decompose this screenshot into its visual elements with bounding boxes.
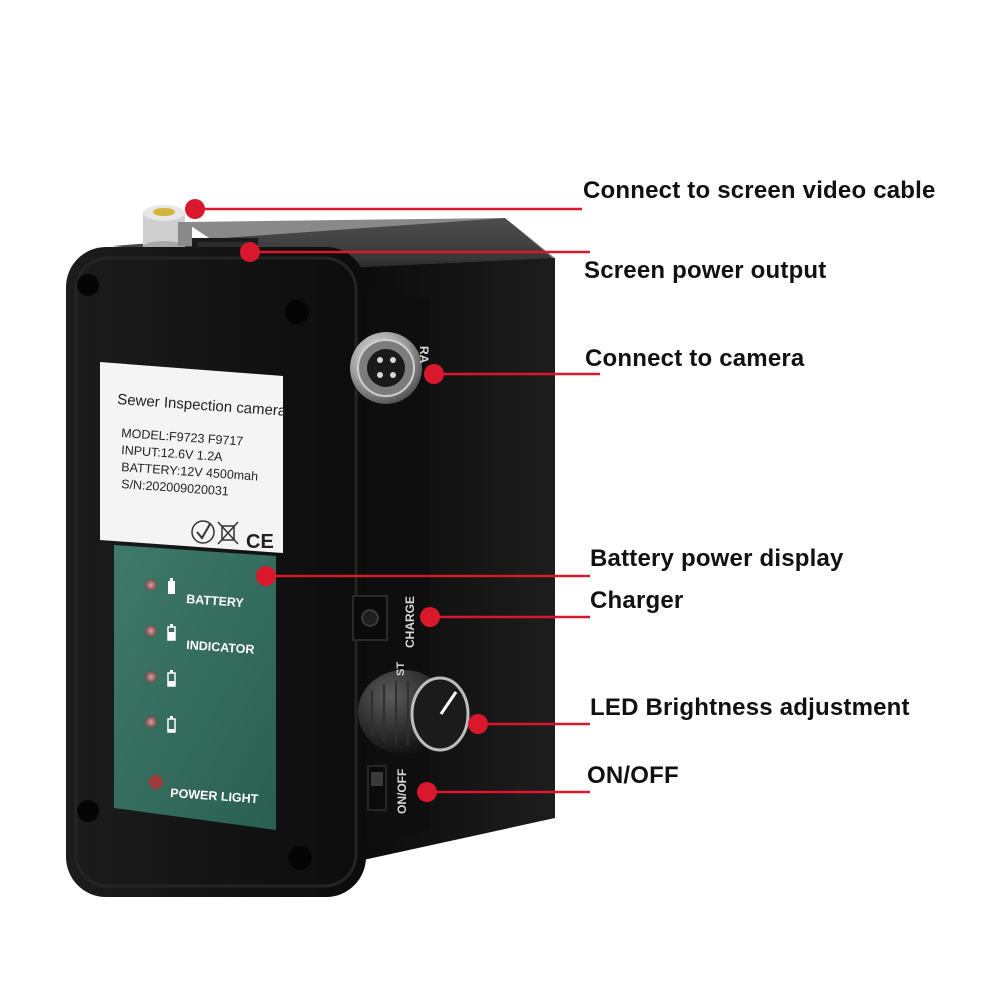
brightness-knob	[358, 670, 470, 754]
callout-video-cable: Connect to screen video cable	[583, 177, 936, 204]
power-switch	[367, 765, 387, 811]
side-adjust-label-partial: ST	[395, 662, 407, 676]
battery-indicator-panel	[114, 545, 276, 830]
panel-battery-label: BATTERY	[186, 592, 245, 610]
callout-led-brightness: LED Brightness adjustment	[590, 694, 910, 721]
charge-socket	[352, 595, 388, 641]
battery-level-icon	[167, 578, 176, 733]
panel-power-light-label: POWER LIGHT	[170, 786, 259, 806]
callout-charger: Charger	[590, 587, 684, 614]
side-onoff-label: ON/OFF	[395, 769, 409, 814]
camera-connector	[350, 332, 422, 404]
callout-leader-lines	[193, 207, 600, 794]
panel-indicator-label: INDICATOR	[186, 638, 255, 657]
side-camera-label-partial: RA	[417, 346, 431, 364]
battery-leds	[145, 579, 163, 789]
callout-dots	[185, 199, 488, 802]
spec-sticker	[100, 362, 283, 553]
callout-power-output: Screen power output	[584, 257, 827, 284]
side-charge-label: CHARGE	[403, 596, 417, 648]
ce-mark: CE	[246, 531, 274, 553]
weee-bin-icon	[217, 521, 239, 545]
callout-onoff: ON/OFF	[587, 762, 679, 789]
callout-battery-display: Battery power display	[590, 545, 844, 572]
certification-marks	[191, 520, 239, 545]
rca-video-jack	[143, 205, 192, 253]
screw-holes	[77, 274, 312, 870]
callout-camera: Connect to camera	[585, 345, 805, 372]
